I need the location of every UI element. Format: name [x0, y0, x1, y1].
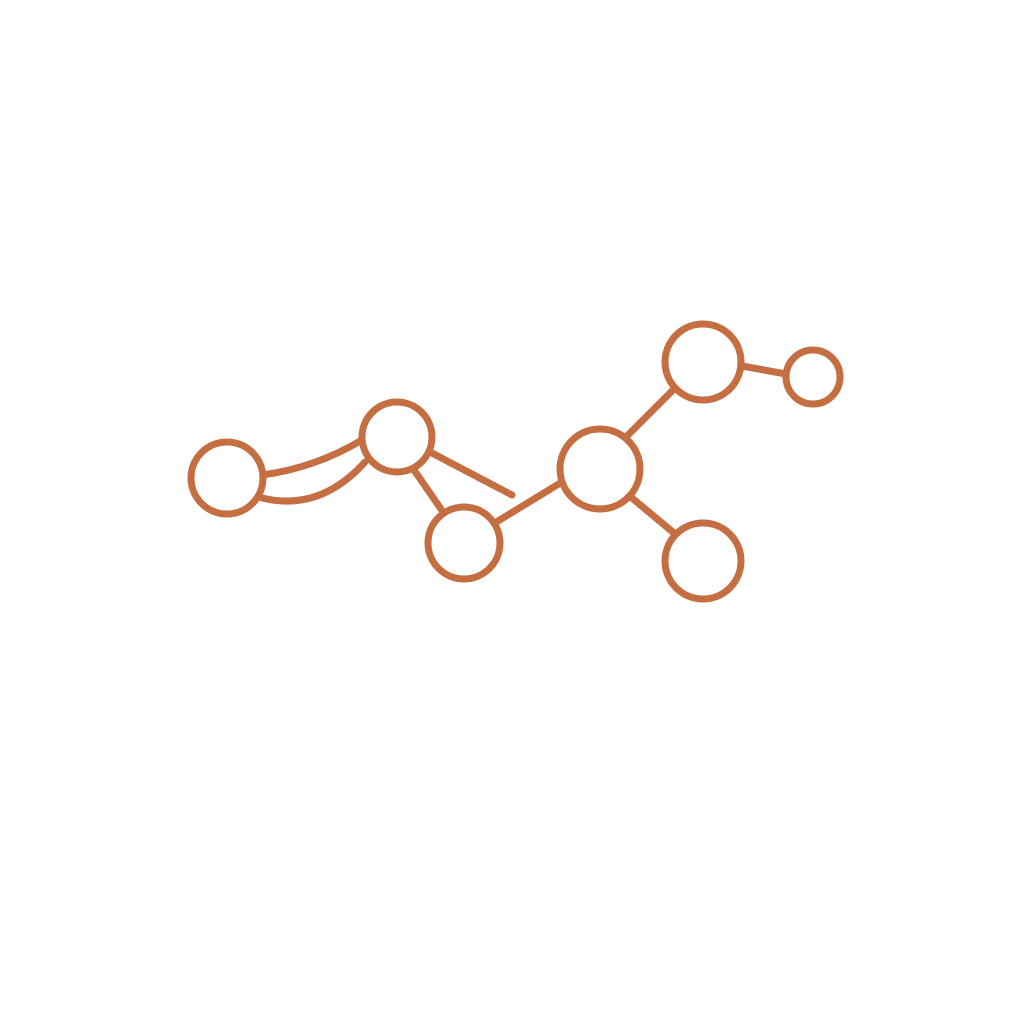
bond-n5-n7: [738, 362, 790, 378]
atom-node-n3: [424, 503, 504, 583]
atom-node-n4: [556, 425, 644, 513]
bond-n3-n4: [494, 478, 566, 525]
atom-layer: [187, 320, 844, 603]
bond-n4-n6: [628, 494, 678, 537]
bond-n2-n3: [410, 466, 445, 513]
bond-n1-n2-lower: [258, 458, 369, 505]
atom-node-n6: [661, 519, 745, 603]
atom-node-n2: [358, 398, 436, 476]
atom-node-n1: [187, 438, 267, 518]
atom-node-n7: [782, 346, 844, 408]
bond-layer: [258, 362, 790, 537]
atom-node-n5: [661, 320, 745, 404]
bond-n4-n5: [623, 386, 677, 440]
bond-n1-n2-upper: [258, 436, 366, 479]
bond-n2-open-end: [426, 448, 516, 499]
